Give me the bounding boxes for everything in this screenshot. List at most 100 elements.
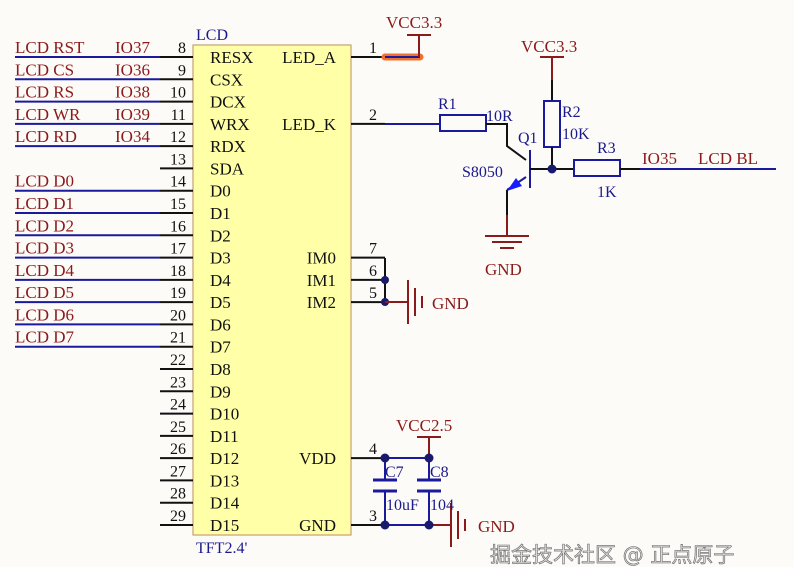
pin-10: 10 DCX LCD RS IO38: [15, 83, 246, 112]
pin-number: 1: [369, 40, 377, 57]
pin-name: IM1: [307, 271, 336, 290]
r2-value: 10K: [562, 126, 590, 143]
pin-name: D11: [210, 427, 239, 446]
pin-24: 24 D10: [160, 397, 239, 424]
io-label: IO39: [115, 105, 150, 124]
net-label: LCD RS: [15, 83, 74, 102]
c8-ref: C8: [430, 464, 449, 481]
pin-number: 17: [170, 241, 186, 258]
pin-name: RESX: [210, 48, 253, 67]
gnd-label-q: GND: [485, 260, 522, 279]
pin-number: 15: [170, 196, 186, 213]
pin-name: D3: [210, 249, 231, 268]
pin-name: D14: [210, 494, 240, 513]
backlight-driver: [385, 56, 776, 249]
pin-16: 16 D2 LCD D2: [15, 216, 231, 245]
vcc25-label: VCC2.5: [396, 416, 452, 435]
bl-io-label: IO35: [642, 149, 677, 168]
io-label: IO37: [115, 38, 150, 57]
pin-number: 12: [170, 129, 186, 146]
pin-name: VDD: [299, 449, 336, 468]
pin-name: D5: [210, 293, 231, 312]
pin-20: 20 D6 LCD D6: [15, 305, 231, 334]
pin-number: 24: [170, 397, 186, 414]
c8-value: 104: [430, 497, 454, 514]
c7-ref: C7: [385, 464, 404, 481]
lcd-component-body: [192, 44, 352, 536]
io-label: IO34: [115, 127, 150, 146]
pin-number: 25: [170, 419, 186, 436]
pin-name: RDX: [210, 137, 246, 156]
pin-number: 26: [170, 441, 186, 458]
pin-number: 21: [170, 330, 186, 347]
net-label: LCD D4: [15, 261, 75, 280]
lcd-designator: LCD: [196, 27, 228, 44]
pin-6: 6 IM1: [307, 263, 385, 290]
net-label: LCD D2: [15, 216, 74, 235]
pin-number: 10: [170, 85, 186, 102]
net-label: LCD WR: [15, 105, 81, 124]
pin-name: SDA: [210, 159, 245, 178]
net-label: LCD D7: [15, 328, 75, 347]
pin-name: D8: [210, 360, 231, 379]
r1-resistor: [439, 114, 487, 132]
pin-name: D1: [210, 204, 231, 223]
pin-number: 20: [170, 307, 186, 324]
lcd-value: TFT2.4': [196, 540, 247, 557]
pin-number: 6: [369, 263, 377, 280]
pin-name: DCX: [210, 93, 246, 112]
decoupling-caps: [373, 436, 466, 547]
io-label: IO36: [115, 60, 150, 79]
bl-net-label: LCD BL: [698, 149, 758, 168]
pin-number: 29: [170, 508, 186, 525]
pin-name: D6: [210, 315, 231, 334]
pin-number: 16: [170, 218, 186, 235]
io-label: IO38: [115, 83, 150, 102]
net-label: LCD RD: [15, 127, 77, 146]
net-label: LCD D6: [15, 305, 74, 324]
q1-ref: Q1: [518, 130, 538, 147]
pin-29: 29 D15: [160, 508, 239, 535]
r2-resistor: [543, 100, 561, 148]
pin-number: 22: [170, 352, 186, 369]
r3-ref: R3: [597, 140, 616, 157]
q1-value: S8050: [462, 164, 503, 181]
net-label: LCD D5: [15, 283, 74, 302]
net-label: LCD D1: [15, 194, 74, 213]
pin-name: D2: [210, 226, 231, 245]
r3-resistor: [573, 159, 621, 177]
pin-name: LED_K: [282, 115, 337, 134]
net-label: LCD D0: [15, 172, 74, 191]
pin-number: 14: [170, 174, 186, 191]
pin-name: GND: [299, 516, 336, 535]
vcc33-label-b: VCC3.3: [521, 37, 577, 56]
net-label: LCD CS: [15, 60, 74, 79]
pin-number: 8: [178, 40, 186, 57]
pin-name: D15: [210, 516, 239, 535]
r1-value: 10R: [486, 108, 513, 125]
pin-name: WRX: [210, 115, 250, 134]
led-a-power: VCC3.3: [381, 13, 442, 61]
pin-12: 12 RDX LCD RD IO34: [15, 127, 246, 156]
pin-number: 7: [369, 241, 377, 258]
pin-15: 15 D1 LCD D1: [15, 194, 231, 223]
r1-ref: R1: [438, 96, 457, 113]
pin-name: D4: [210, 271, 231, 290]
pin-22: 22 D8: [160, 352, 231, 379]
pin-name: D13: [210, 471, 239, 490]
r2-ref: R2: [562, 104, 581, 121]
pin-name: D10: [210, 405, 239, 424]
pin-name: IM2: [307, 293, 336, 312]
